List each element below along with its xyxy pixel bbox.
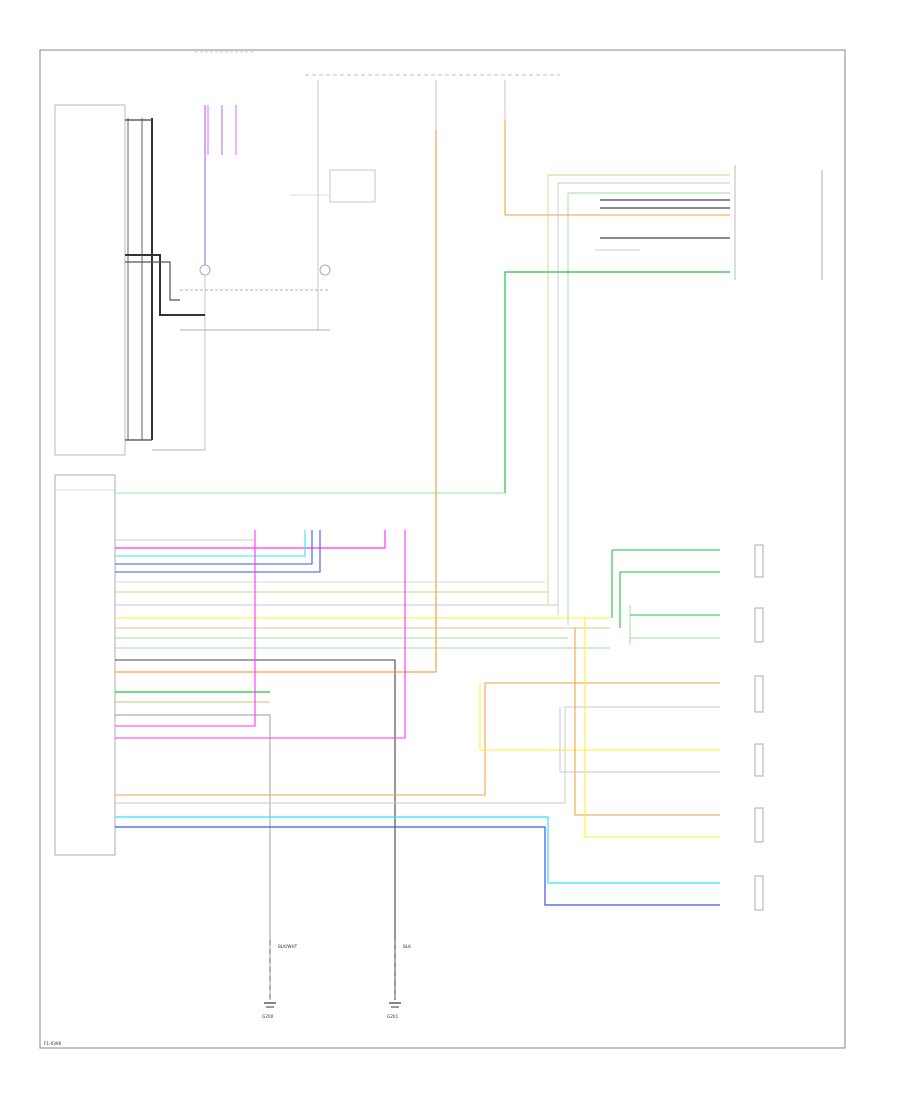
ground-right-label: G201	[387, 1014, 399, 1019]
ground-right: BLK G201	[387, 940, 411, 1019]
lamp-symbol-right	[319, 264, 331, 276]
module-wires	[115, 130, 720, 1000]
ground-left: BLK/WHT G200	[262, 940, 298, 1019]
ground-left-wire-label: BLK/WHT	[278, 944, 298, 949]
speaker-right-rear	[754, 875, 764, 911]
speaker-left-front-door	[754, 675, 764, 713]
speaker-left-front-tweeter	[754, 743, 764, 777]
speaker-right-front-tweeter	[754, 544, 764, 578]
speaker-left-rear	[754, 807, 764, 843]
speaker-wiring	[479, 544, 764, 911]
speaker-right-front-door	[754, 607, 764, 643]
right-module	[504, 120, 823, 625]
ground-right-wire-label: BLK	[403, 944, 411, 949]
diagram-frame	[39, 49, 846, 1049]
lamp-symbol-left	[199, 264, 211, 276]
steering-switch-block	[54, 104, 205, 456]
corner-tag: F1-0396	[44, 1041, 62, 1046]
fuse-panel	[180, 74, 560, 450]
ground-left-label: G200	[262, 1014, 274, 1019]
control-module	[54, 474, 116, 856]
